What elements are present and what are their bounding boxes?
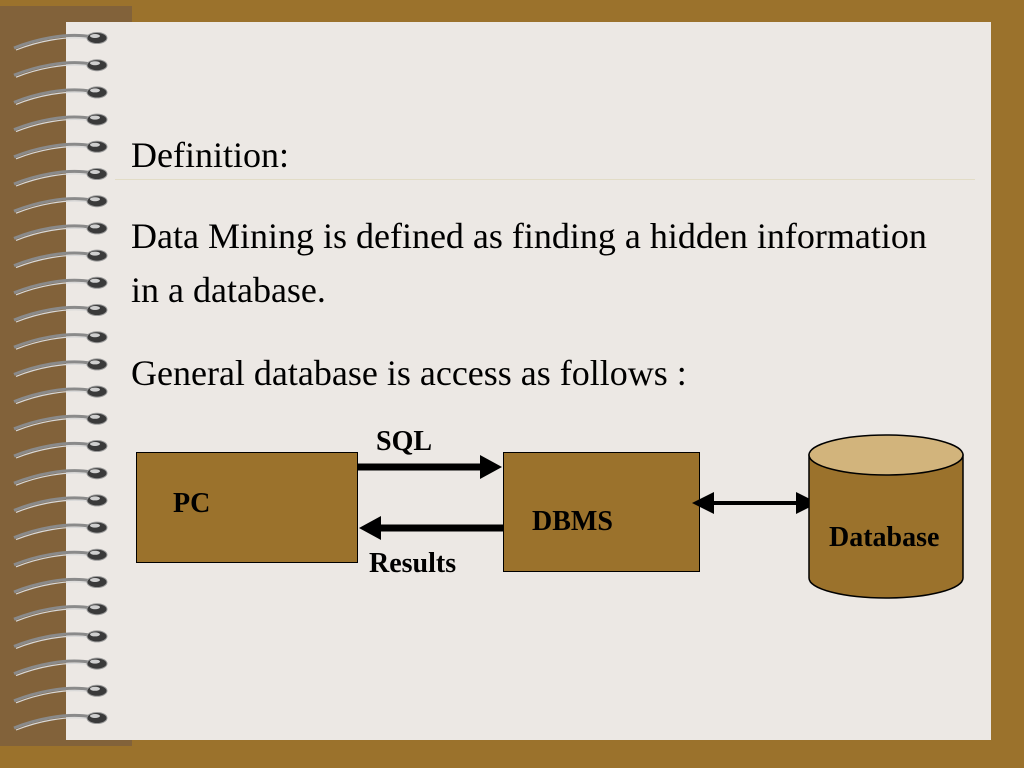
definition-paragraph: Data Mining is defined as finding a hidd…	[131, 216, 927, 310]
pc-box	[136, 452, 358, 563]
spiral-binding-ring-icon	[13, 249, 108, 269]
dbms-database-double-arrow	[692, 492, 818, 514]
spiral-binding-ring-icon	[13, 304, 108, 323]
spiral-binding-ring-icon	[13, 276, 108, 296]
results-arrow	[359, 516, 503, 540]
spiral-binding-ring-icon	[13, 385, 108, 405]
spiral-binding-ring-icon	[13, 168, 108, 187]
spiral-binding-ring-icon	[13, 630, 108, 649]
spiral-binding-ring-icon	[13, 684, 108, 704]
spiral-binding-ring-icon	[13, 222, 108, 241]
spiral-binding-ring-icon	[13, 467, 108, 486]
spiral-binding	[13, 32, 108, 731]
results-label: Results	[369, 548, 457, 579]
heading-underline	[115, 179, 975, 180]
spiral-binding-ring-icon	[13, 548, 108, 568]
pc-label: PC	[173, 488, 211, 519]
definition-heading: Definition:	[131, 135, 289, 175]
spiral-binding-ring-icon	[13, 86, 108, 105]
spiral-binding-ring-icon	[13, 440, 108, 459]
paper-page	[66, 22, 991, 740]
spiral-binding-ring-icon	[13, 521, 108, 541]
spiral-binding-ring-icon	[13, 195, 108, 214]
spiral-binding-ring-icon	[13, 712, 108, 731]
database-label: Database	[829, 522, 940, 553]
spiral-binding-ring-icon	[13, 113, 108, 133]
spiral-binding-ring-icon	[13, 494, 108, 513]
spiral-binding-ring-icon	[13, 576, 108, 595]
spiral-binding-ring-icon	[13, 603, 108, 622]
spiral-binding-ring-icon	[13, 657, 108, 677]
spiral-binding-ring-icon	[13, 59, 108, 78]
sql-arrow	[358, 455, 502, 479]
spiral-binding-ring-icon	[13, 32, 108, 51]
spiral-binding-ring-icon	[13, 331, 108, 350]
database-cylinder	[808, 434, 964, 599]
dbms-label: DBMS	[532, 506, 613, 537]
spiral-binding-ring-icon	[13, 358, 108, 377]
spiral-binding-ring-icon	[13, 140, 108, 160]
dbms-box	[503, 452, 700, 572]
sql-label: SQL	[376, 426, 433, 457]
spiral-binding-ring-icon	[13, 412, 108, 432]
access-description: General database is access as follows :	[131, 353, 687, 393]
